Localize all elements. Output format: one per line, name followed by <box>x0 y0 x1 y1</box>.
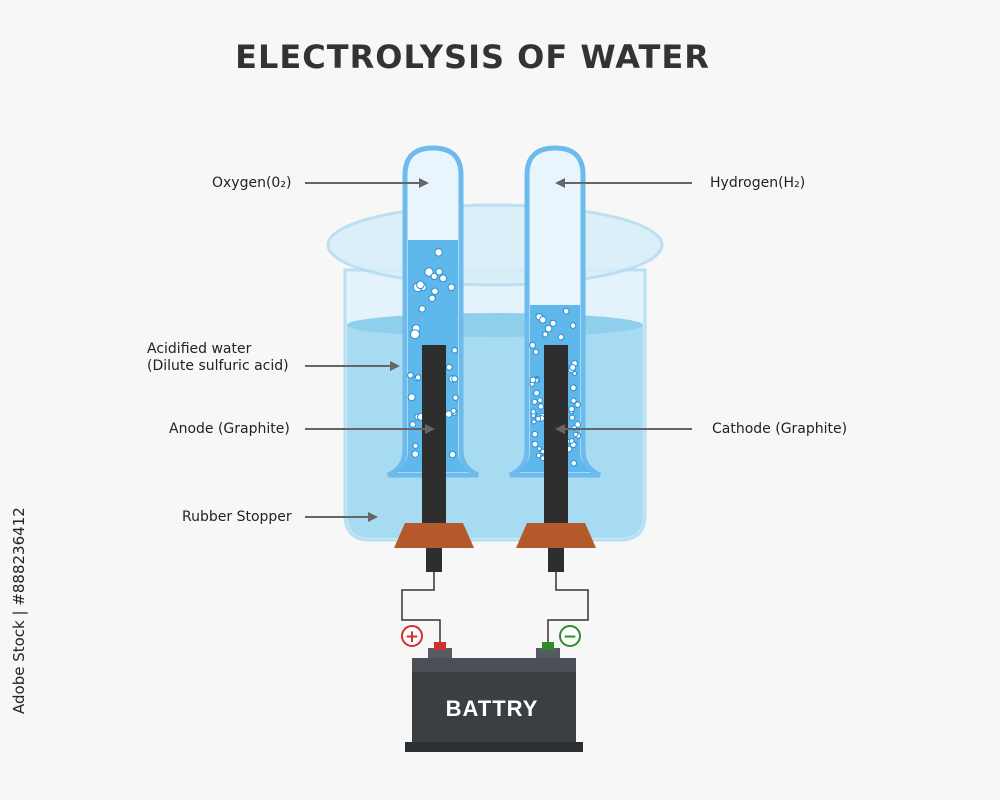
water-surface <box>347 313 643 337</box>
cathode-stem <box>548 548 564 572</box>
gas-bubble <box>572 371 578 376</box>
gas-bubble <box>416 280 425 290</box>
beaker <box>326 203 664 542</box>
negative-symbol-text: − <box>563 627 577 647</box>
gas-bubble <box>570 384 577 392</box>
gas-bubble <box>568 405 575 413</box>
gas-bubble <box>452 394 459 401</box>
positive-wire <box>401 572 441 652</box>
gas-bubble <box>544 324 553 333</box>
gas-bubble <box>407 372 414 379</box>
gas-bubble <box>572 431 579 438</box>
gas-bubble <box>431 287 439 296</box>
acidified-water <box>347 325 643 538</box>
gas-bubble <box>537 403 545 410</box>
gas-bubble <box>439 274 448 283</box>
gas-bubble <box>531 419 537 425</box>
gas-bubble <box>430 272 438 281</box>
positive-terminal <box>434 642 446 650</box>
cathode-electrode <box>544 345 568 545</box>
gas-bubble <box>574 401 581 408</box>
gas-bubble <box>529 341 536 349</box>
gas-bubble <box>531 398 538 405</box>
gas-bubble <box>533 389 540 397</box>
beaker-rim <box>326 203 664 287</box>
gas-bubble <box>532 348 540 356</box>
acidified-water-label-line1: Acidified water <box>147 341 252 357</box>
battery-top <box>412 658 576 672</box>
gas-bubble <box>531 430 539 438</box>
gas-bubble <box>410 329 420 340</box>
gas-bubble <box>445 363 453 371</box>
positive-symbol: + <box>401 625 423 647</box>
anode-electrode <box>422 345 446 545</box>
hydrogen-label: Hydrogen(H₂) <box>710 175 806 191</box>
gas-bubble <box>434 248 443 257</box>
cathode-label: Cathode (Graphite) <box>712 421 848 437</box>
gas-bubble <box>570 460 578 467</box>
gas-bubble <box>447 283 456 292</box>
gas-bubble <box>450 407 457 414</box>
gas-bubble <box>537 397 543 404</box>
negative-wire <box>547 572 589 652</box>
diagram-title: ELECTROLYSIS OF WATER <box>235 38 710 76</box>
acidified-water-label-line2: (Dilute sulfuric acid) <box>147 358 289 374</box>
gas-bubble <box>414 374 422 381</box>
gas-bubble <box>531 440 539 448</box>
negative-terminal-base <box>536 648 560 660</box>
gas-bubble <box>535 415 542 422</box>
gas-bubble <box>428 294 436 302</box>
gas-bubble <box>568 438 575 444</box>
positive-terminal-base <box>428 648 452 660</box>
gas-bubble <box>557 333 565 341</box>
gas-bubble <box>536 446 542 452</box>
gas-bubble <box>407 393 416 402</box>
gas-bubble <box>451 375 459 383</box>
stock-id-watermark: Adobe Stock | #888236412 <box>10 507 28 714</box>
gas-bubble <box>530 408 537 415</box>
gas-bubble <box>569 364 577 371</box>
left-rubber-stopper <box>394 523 474 548</box>
gas-bubble <box>569 414 576 421</box>
battery: BATTRY <box>405 642 583 752</box>
positive-symbol-text: + <box>405 627 419 647</box>
gas-bubble <box>448 450 457 459</box>
gas-bubble <box>535 452 542 459</box>
gas-bubble <box>529 376 537 384</box>
oxygen-label: Oxygen(0₂) <box>212 175 292 191</box>
gas-bubble <box>418 305 426 313</box>
gas-bubble <box>569 322 577 329</box>
gas-bubble <box>562 307 570 315</box>
gas-bubble <box>411 450 420 458</box>
negative-terminal <box>542 642 554 650</box>
gas-bubble <box>435 267 444 276</box>
battery-body <box>412 672 576 744</box>
gas-bubble <box>424 267 434 277</box>
gas-bubble <box>549 319 557 327</box>
right-rubber-stopper <box>516 523 596 548</box>
battery-base <box>405 742 583 752</box>
gas-bubble <box>574 421 582 428</box>
hydrogen-bubbles <box>529 307 582 467</box>
gas-bubble <box>451 347 458 354</box>
gas-bubble <box>539 316 547 324</box>
anode-label: Anode (Graphite) <box>169 421 290 437</box>
anode-stem <box>426 548 442 572</box>
gas-bubble <box>542 331 549 338</box>
gas-bubble <box>409 421 417 428</box>
gas-bubble <box>570 397 577 404</box>
rubber-stopper-label: Rubber Stopper <box>182 509 292 525</box>
gas-bubble <box>412 442 419 449</box>
negative-symbol: − <box>559 625 581 647</box>
battery-label: BATTRY <box>446 696 539 721</box>
